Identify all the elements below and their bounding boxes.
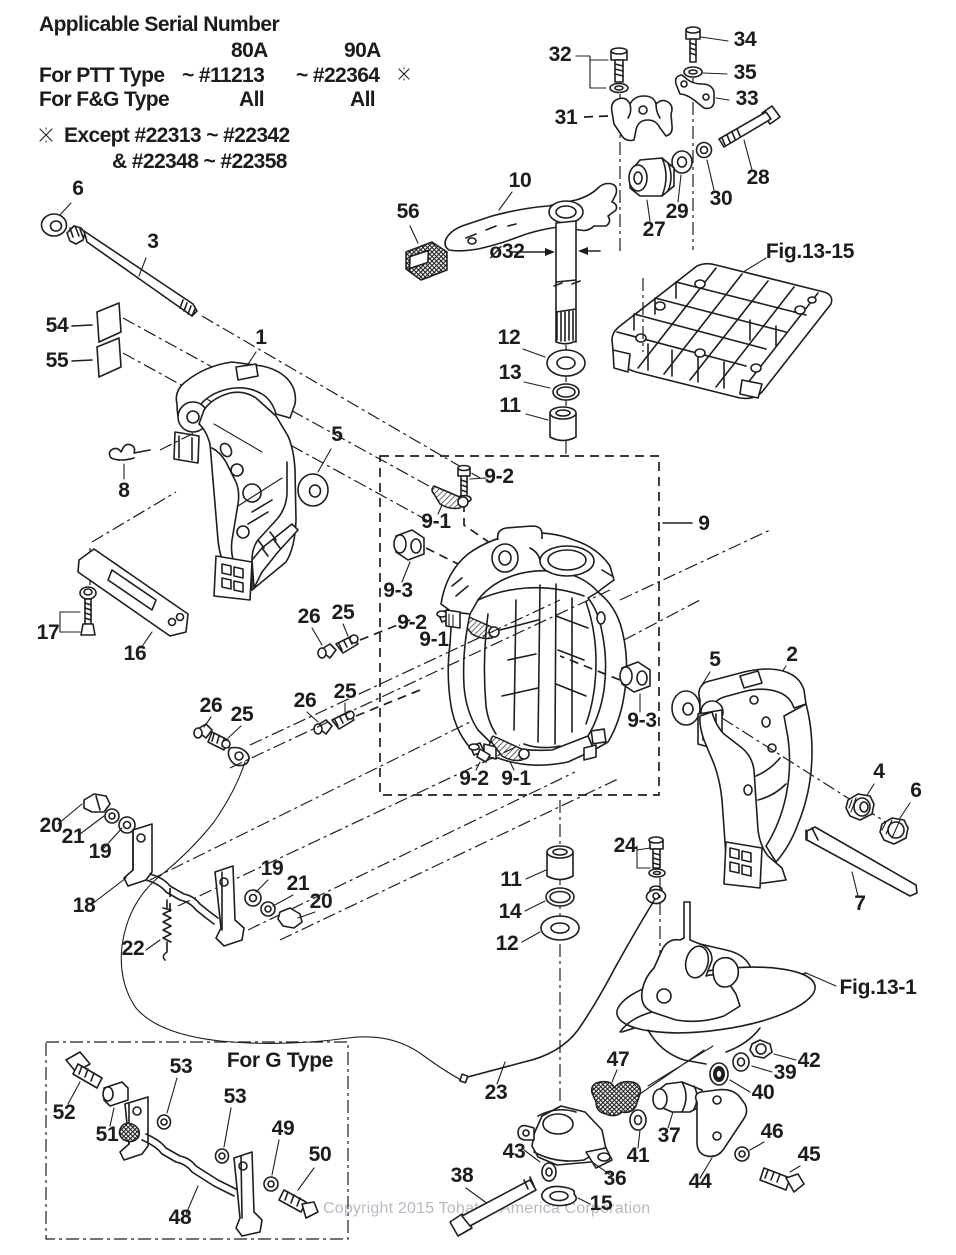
svg-text:56: 56 <box>397 200 420 223</box>
svg-text:Applicable Serial Number: Applicable Serial Number <box>39 13 279 36</box>
svg-text:4: 4 <box>873 760 885 783</box>
svg-text:7: 7 <box>854 892 865 915</box>
svg-text:21: 21 <box>62 825 85 848</box>
svg-text:46: 46 <box>761 1120 784 1143</box>
svg-text:11: 11 <box>499 394 521 417</box>
svg-text:28: 28 <box>747 166 770 189</box>
svg-text:For F&G Type: For F&G Type <box>39 88 169 111</box>
svg-text:37: 37 <box>658 1124 681 1147</box>
svg-text:All: All <box>350 88 375 111</box>
svg-text:32: 32 <box>549 43 572 66</box>
svg-text:53: 53 <box>170 1055 193 1078</box>
svg-text:9-1: 9-1 <box>501 767 531 790</box>
svg-text:11: 11 <box>500 868 522 891</box>
svg-text:12: 12 <box>496 932 519 955</box>
svg-text:55: 55 <box>46 349 69 372</box>
svg-text:9-1: 9-1 <box>421 510 451 533</box>
svg-text:17: 17 <box>37 621 60 644</box>
svg-text:23: 23 <box>485 1081 508 1104</box>
svg-text:24: 24 <box>614 834 637 857</box>
svg-text:5: 5 <box>331 423 343 446</box>
svg-text:15: 15 <box>590 1192 613 1215</box>
svg-text:19: 19 <box>261 857 284 880</box>
svg-text:31: 31 <box>555 106 578 129</box>
svg-text:3: 3 <box>147 230 158 253</box>
svg-text:90A: 90A <box>344 39 381 62</box>
svg-text:54: 54 <box>46 314 69 337</box>
svg-text:18: 18 <box>73 894 96 917</box>
svg-text:36: 36 <box>604 1167 627 1190</box>
svg-text:33: 33 <box>736 87 759 110</box>
svg-text:2: 2 <box>786 643 797 666</box>
svg-text:49: 49 <box>272 1117 295 1140</box>
svg-text:~ #22364: ~ #22364 <box>296 64 380 87</box>
svg-text:All: All <box>239 88 264 111</box>
svg-text:50: 50 <box>309 1143 332 1166</box>
svg-text:38: 38 <box>451 1164 474 1187</box>
svg-text:34: 34 <box>734 28 757 51</box>
svg-text:35: 35 <box>734 61 757 84</box>
svg-text:10: 10 <box>509 169 532 192</box>
svg-text:8: 8 <box>118 479 130 502</box>
svg-text:39: 39 <box>774 1061 797 1084</box>
svg-text:& #22348 ~ #22358: & #22348 ~ #22358 <box>112 150 288 173</box>
svg-text:9-2: 9-2 <box>459 767 488 790</box>
svg-text:40: 40 <box>752 1081 775 1104</box>
svg-text:45: 45 <box>798 1143 821 1166</box>
svg-text:5: 5 <box>709 648 721 671</box>
svg-text:27: 27 <box>643 218 666 241</box>
svg-text:43: 43 <box>503 1140 526 1163</box>
svg-text:25: 25 <box>231 703 254 726</box>
svg-text:26: 26 <box>200 694 223 717</box>
svg-text:9-3: 9-3 <box>627 709 656 732</box>
svg-text:26: 26 <box>298 605 321 628</box>
svg-text:52: 52 <box>53 1101 76 1124</box>
svg-text:14: 14 <box>499 900 522 923</box>
svg-text:9-1: 9-1 <box>419 628 449 651</box>
svg-text:42: 42 <box>798 1049 821 1072</box>
svg-text:25: 25 <box>332 601 355 624</box>
svg-text:9-3: 9-3 <box>383 579 412 602</box>
svg-text:Fig.13-15: Fig.13-15 <box>766 240 855 263</box>
svg-text:51: 51 <box>96 1123 119 1146</box>
svg-text:25: 25 <box>334 680 357 703</box>
svg-text:For G Type: For G Type <box>227 1049 333 1072</box>
svg-text:29: 29 <box>666 200 689 223</box>
svg-text:41: 41 <box>627 1144 650 1167</box>
svg-text:12: 12 <box>498 326 521 349</box>
svg-text:For PTT Type: For PTT Type <box>39 64 164 87</box>
svg-text:80A: 80A <box>231 39 268 62</box>
svg-text:47: 47 <box>607 1048 630 1071</box>
svg-text:13: 13 <box>499 361 522 384</box>
svg-text:ø32: ø32 <box>489 240 524 263</box>
svg-text:9: 9 <box>698 512 709 535</box>
svg-text:53: 53 <box>224 1085 247 1108</box>
svg-text:21: 21 <box>287 872 310 895</box>
svg-text:6: 6 <box>72 177 83 200</box>
svg-text:20: 20 <box>310 890 333 913</box>
svg-text:Except #22313 ~ #22342: Except #22313 ~ #22342 <box>64 124 290 147</box>
svg-text:44: 44 <box>689 1170 712 1193</box>
svg-text:6: 6 <box>910 779 921 802</box>
svg-text:30: 30 <box>710 187 733 210</box>
svg-text:1: 1 <box>255 326 267 349</box>
svg-text:20: 20 <box>40 814 63 837</box>
svg-text:22: 22 <box>122 937 145 960</box>
svg-text:~ #11213: ~ #11213 <box>182 64 264 87</box>
svg-text:9-2: 9-2 <box>484 465 513 488</box>
svg-text:Fig.13-1: Fig.13-1 <box>840 976 918 999</box>
svg-text:26: 26 <box>294 689 317 712</box>
